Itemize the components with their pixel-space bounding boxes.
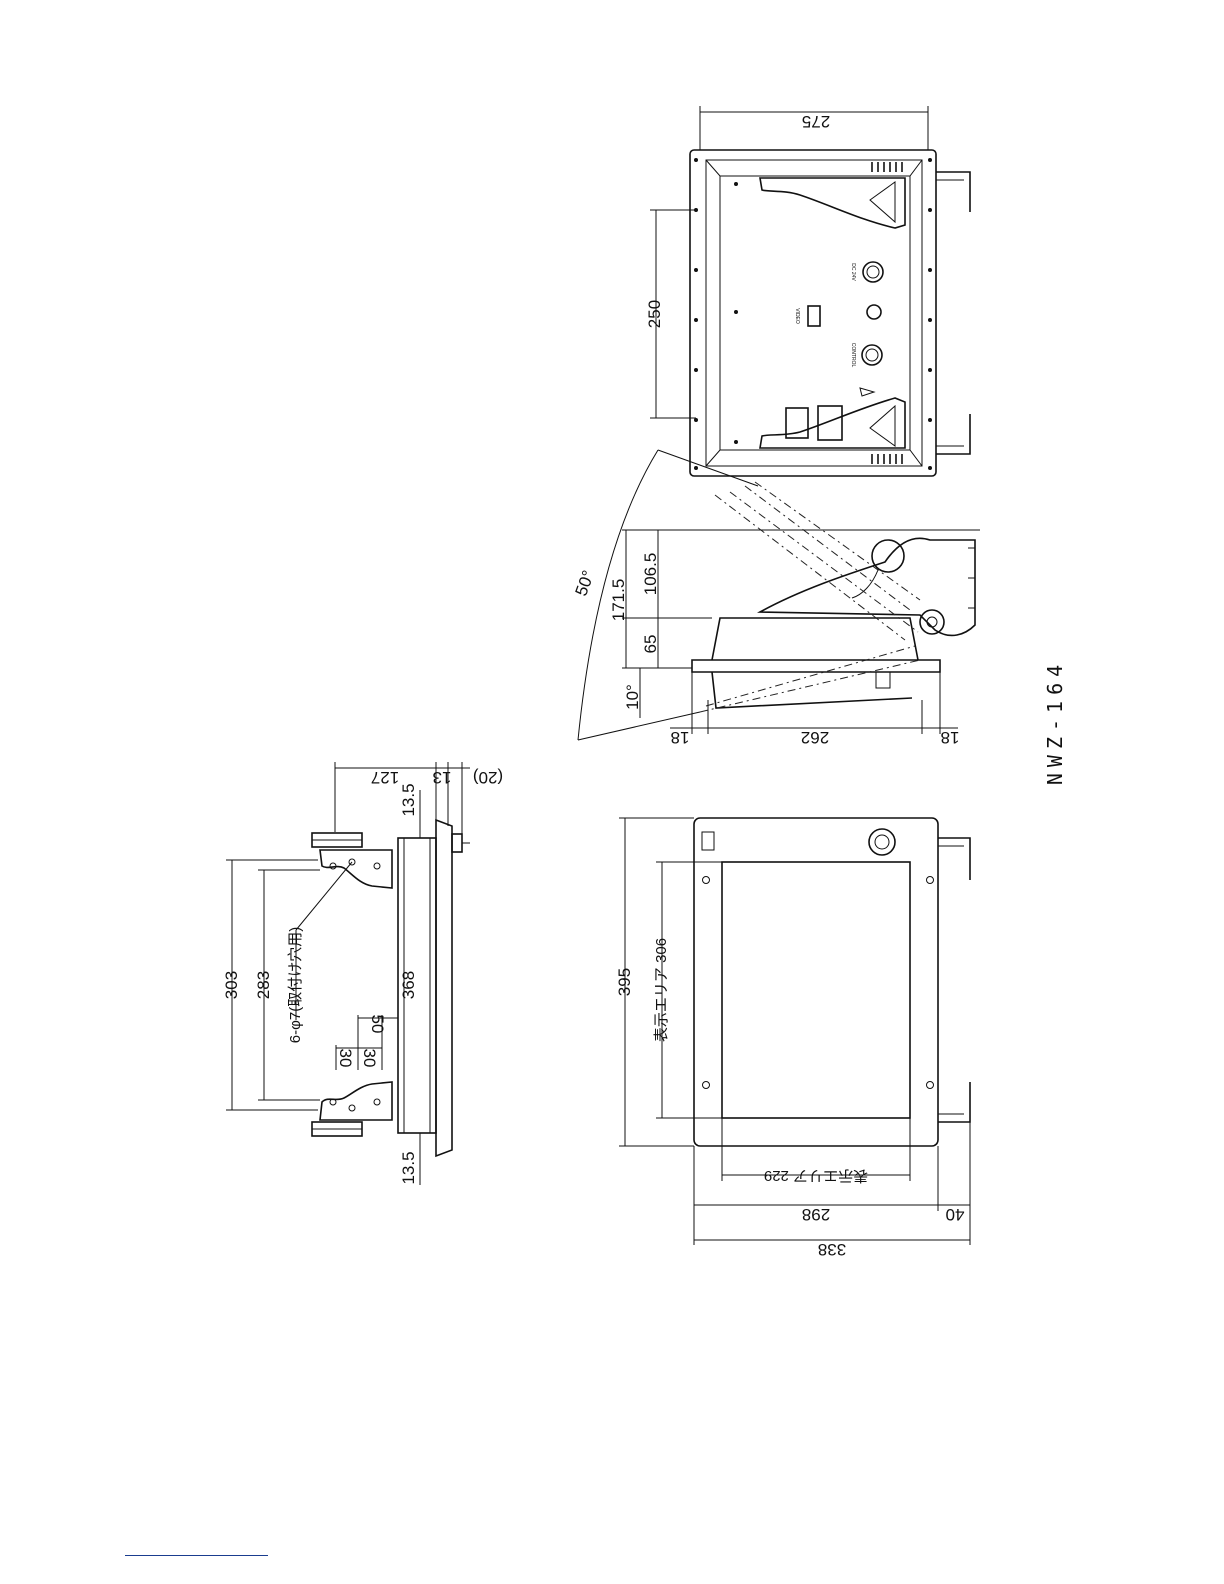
dim-262: 262 xyxy=(801,728,829,747)
dim-250: 250 xyxy=(645,300,664,328)
dim-angle-50: 50° xyxy=(572,568,599,599)
dim-106-5: 106.5 xyxy=(641,553,660,596)
dim-338: 338 xyxy=(818,1240,846,1259)
rear-handle-top xyxy=(936,172,970,212)
front-handle-bottom xyxy=(938,1082,970,1122)
dim-18-left: 18 xyxy=(671,728,690,747)
side-monitor xyxy=(692,660,940,672)
rear-label-control: CONTROL xyxy=(850,343,856,368)
rear-control-connector xyxy=(862,345,882,365)
rear-vents-top xyxy=(872,162,902,172)
dim-303: 303 xyxy=(222,971,241,999)
dim-18-right: 18 xyxy=(941,728,960,747)
display-area xyxy=(722,862,910,1118)
dim-395: 395 xyxy=(615,968,634,996)
dim-angle-10: 10° xyxy=(623,684,642,710)
model-label: NWZ-164 xyxy=(1043,659,1067,785)
rear-ground xyxy=(860,388,874,396)
rear-view: VIDEO CONTROL DC 24V 275 250 xyxy=(645,106,970,476)
dim-13-5-top: 13.5 xyxy=(399,783,418,816)
top-view-bracket-lower xyxy=(320,1082,392,1120)
side-view: 50° 10° 171.5 106.5 65 18 262 18 xyxy=(572,450,980,747)
side-pivot xyxy=(920,610,944,634)
front-handle-top xyxy=(938,838,970,880)
front-view: 395 表示エリア 306 表示エリア 229 298 40 338 xyxy=(615,818,970,1259)
rear-power-connector xyxy=(863,262,883,282)
dim-30-a: 30 xyxy=(336,1049,355,1068)
dim-298: 298 xyxy=(802,1205,830,1224)
side-knob xyxy=(872,540,904,572)
rear-fuse xyxy=(867,305,881,319)
hole-note: 6-φ7(取付け穴用) xyxy=(287,927,304,1043)
dim-13-5-bottom: 13.5 xyxy=(399,1151,418,1184)
dim-40: 40 xyxy=(946,1205,965,1224)
dim-50: 50 xyxy=(368,1015,387,1034)
footer-rule xyxy=(125,1555,268,1556)
front-knob xyxy=(869,829,895,855)
rear-bracket-top xyxy=(760,178,905,228)
dim-display-306: 表示エリア 306 xyxy=(653,938,670,1042)
dim-368: 368 xyxy=(399,971,418,999)
rear-label-power: DC 24V xyxy=(850,263,856,281)
dim-127: 127 xyxy=(371,768,399,787)
dim-171-5: 171.5 xyxy=(609,579,628,622)
top-view-bracket-upper xyxy=(320,850,392,888)
dim-275: 275 xyxy=(802,112,830,131)
rear-vents-bottom xyxy=(872,454,902,464)
dim-65: 65 xyxy=(641,635,660,654)
dim-283: 283 xyxy=(254,971,273,999)
rear-video-connector xyxy=(808,306,820,326)
dim-20: (20) xyxy=(473,768,503,787)
rear-label-video: VIDEO xyxy=(794,308,800,324)
dim-30-b: 30 xyxy=(360,1049,379,1068)
dim-display-229: 表示エリア 229 xyxy=(764,1167,868,1184)
rear-handle-bottom xyxy=(936,414,970,454)
dim-13: 13 xyxy=(433,768,452,787)
top-view-knob xyxy=(452,834,462,852)
front-badge xyxy=(702,832,714,850)
front-panel xyxy=(694,818,938,1146)
top-view: 303 283 6-φ7(取付け穴用) 368 50 30 30 13.5 13… xyxy=(222,762,503,1185)
